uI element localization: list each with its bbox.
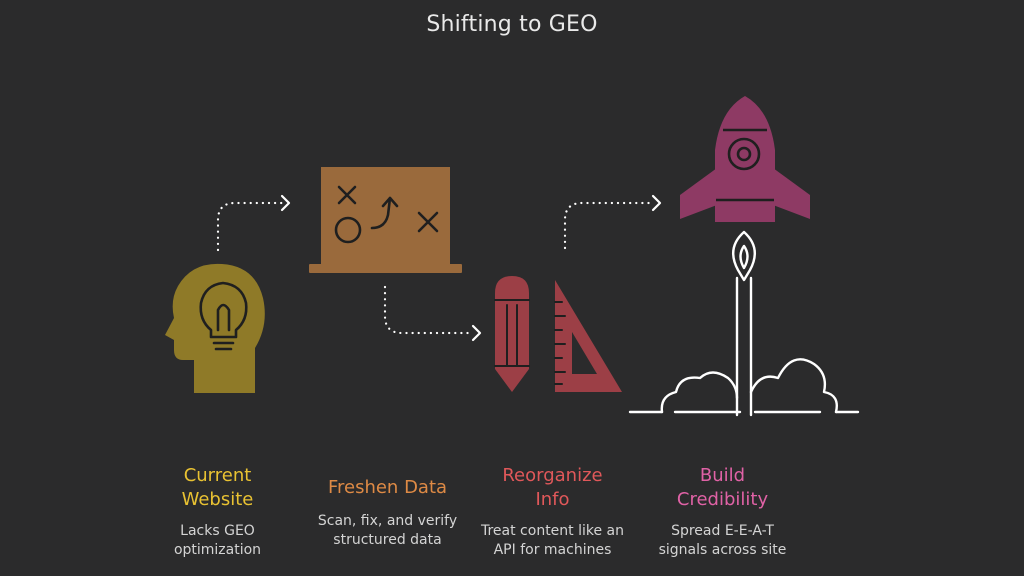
connector-arrow-3 — [563, 201, 654, 250]
head-lightbulb-icon — [165, 263, 265, 393]
diagram-title: Shifting to GEO — [426, 12, 598, 37]
step-label: Build Credibility — [676, 465, 769, 510]
connector-arrow-1 — [216, 201, 284, 252]
pencil-ruler-icon — [494, 276, 622, 392]
step-label: Freshen Data — [327, 477, 448, 498]
step-description: Spread E-E-A-T signals across site — [658, 523, 787, 558]
step-label: Current Website — [181, 465, 254, 510]
step-description: Lacks GEO optimization — [173, 523, 262, 558]
step-description: Treat content like an API for machines — [480, 523, 625, 558]
step-label: Reorganize Info — [502, 465, 603, 510]
step-reorganize-info: Reorganize Info Treat content like an AP… — [465, 464, 640, 560]
step-current-website: Current Website Lacks GEO optimization — [140, 464, 295, 560]
strategy-board-icon — [309, 167, 462, 273]
connector-arrow-2 — [383, 285, 472, 335]
rocket-launch-icon — [628, 96, 860, 417]
step-freshen-data: Freshen Data Scan, fix, and verify struc… — [300, 476, 475, 550]
step-description: Scan, fix, and verify structured data — [317, 513, 458, 548]
step-build-credibility: Build Credibility Spread E-E-A-T signals… — [640, 464, 805, 560]
